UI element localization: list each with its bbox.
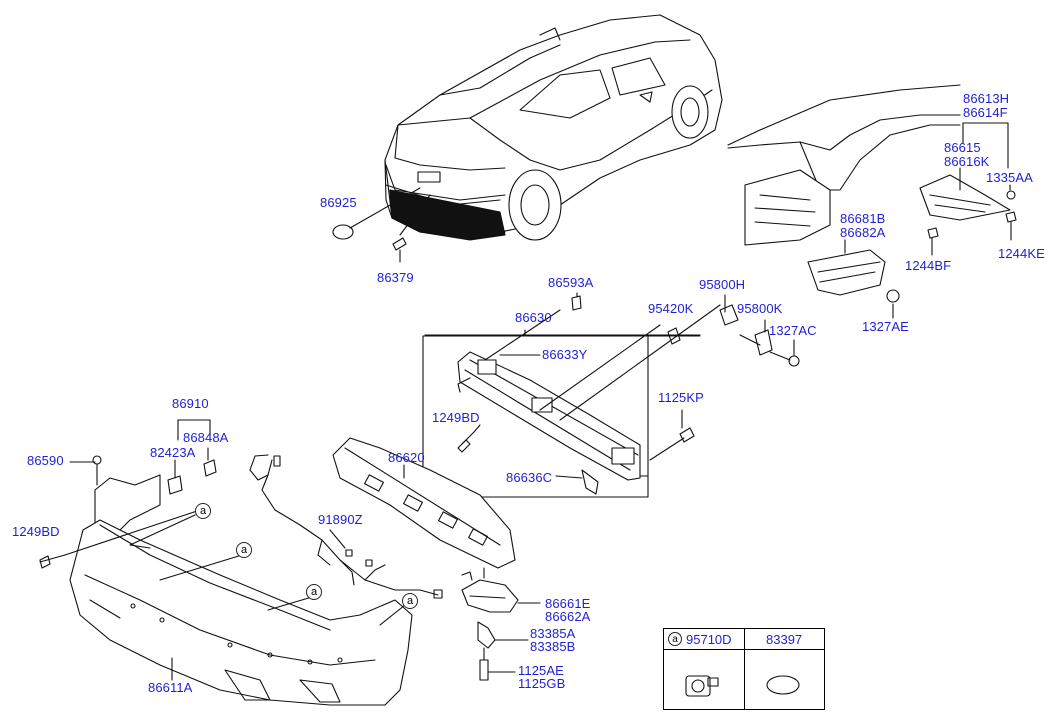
part-label-95800K: 95800K (737, 301, 783, 316)
energy-absorber-86620 (332, 437, 516, 569)
callout-a-2: a (236, 542, 252, 558)
part-label-86681B: 86681B (840, 211, 886, 226)
part-label-86613H: 86613H (963, 91, 1010, 106)
bumper-cover-86611A (69, 474, 413, 706)
legend-callout-a: a (668, 632, 682, 646)
legend-part-83397: 83397 (766, 632, 803, 647)
part-label-83385A: 83385A (530, 626, 576, 641)
part-label-86616K: 86616K (944, 154, 990, 169)
legend-table: a 95710D 83397 (663, 628, 825, 710)
legend-gasket-drawing (766, 675, 800, 695)
legend-part-95710D: 95710D (686, 632, 732, 647)
part-label-1244BF: 1244BF (905, 258, 952, 273)
part-label-1244KE: 1244KE (998, 246, 1045, 261)
part-label-86614F: 86614F (963, 105, 1008, 120)
part-label-1125AE: 1125AE (518, 663, 564, 678)
part-label-95420K: 95420K (648, 301, 694, 316)
badge-86379 (392, 237, 407, 251)
part-label-86636C: 86636C (506, 470, 553, 485)
part-label-91890Z: 91890Z (318, 512, 363, 527)
part-label-1335AA: 1335AA (986, 170, 1033, 185)
callout-a-1: a (195, 503, 211, 519)
emblem-86925 (332, 224, 354, 240)
part-label-1327AE: 1327AE (862, 319, 909, 334)
part-label-86615: 86615 (944, 140, 981, 155)
rear-beam-86630 (457, 351, 641, 481)
part-label-86848A: 86848A (183, 430, 229, 445)
part-label-86662A: 86662A (545, 609, 591, 624)
part-label-86590: 86590 (27, 453, 64, 468)
part-label-83385B: 83385B (530, 639, 576, 654)
part-label-1125KP: 1125KP (658, 390, 704, 405)
part-label-1327AC: 1327AC (769, 323, 817, 338)
part-label-86593A: 86593A (548, 275, 594, 290)
part-label-95800H: 95800H (699, 277, 746, 292)
reflector-assembly (461, 571, 519, 681)
part-label-82423A: 82423A (150, 445, 196, 460)
callout-a-4: a (402, 593, 418, 609)
car-illustration (384, 14, 723, 241)
part-label-86682A: 86682A (840, 225, 886, 240)
quarter-panel (727, 84, 1011, 296)
part-label-1125GB: 1125GB (518, 676, 566, 691)
part-label-86379: 86379 (377, 270, 414, 285)
wiring-harness-91890Z (249, 454, 443, 599)
part-label-86620: 86620 (388, 450, 425, 465)
part-label-86925: 86925 (320, 195, 357, 210)
part-label-86633Y: 86633Y (542, 347, 588, 362)
part-label-1249BD-upper: 1249BD (432, 410, 480, 425)
part-label-86910: 86910 (172, 396, 209, 411)
legend-sensor-drawing (685, 675, 719, 697)
part-label-1249BD-left: 1249BD (12, 524, 60, 539)
part-label-86661E: 86661E (545, 596, 591, 611)
part-label-86630: 86630 (515, 310, 552, 325)
legend-divider (744, 629, 745, 709)
callout-a-3: a (306, 584, 322, 600)
part-label-86611A: 86611A (148, 680, 193, 695)
